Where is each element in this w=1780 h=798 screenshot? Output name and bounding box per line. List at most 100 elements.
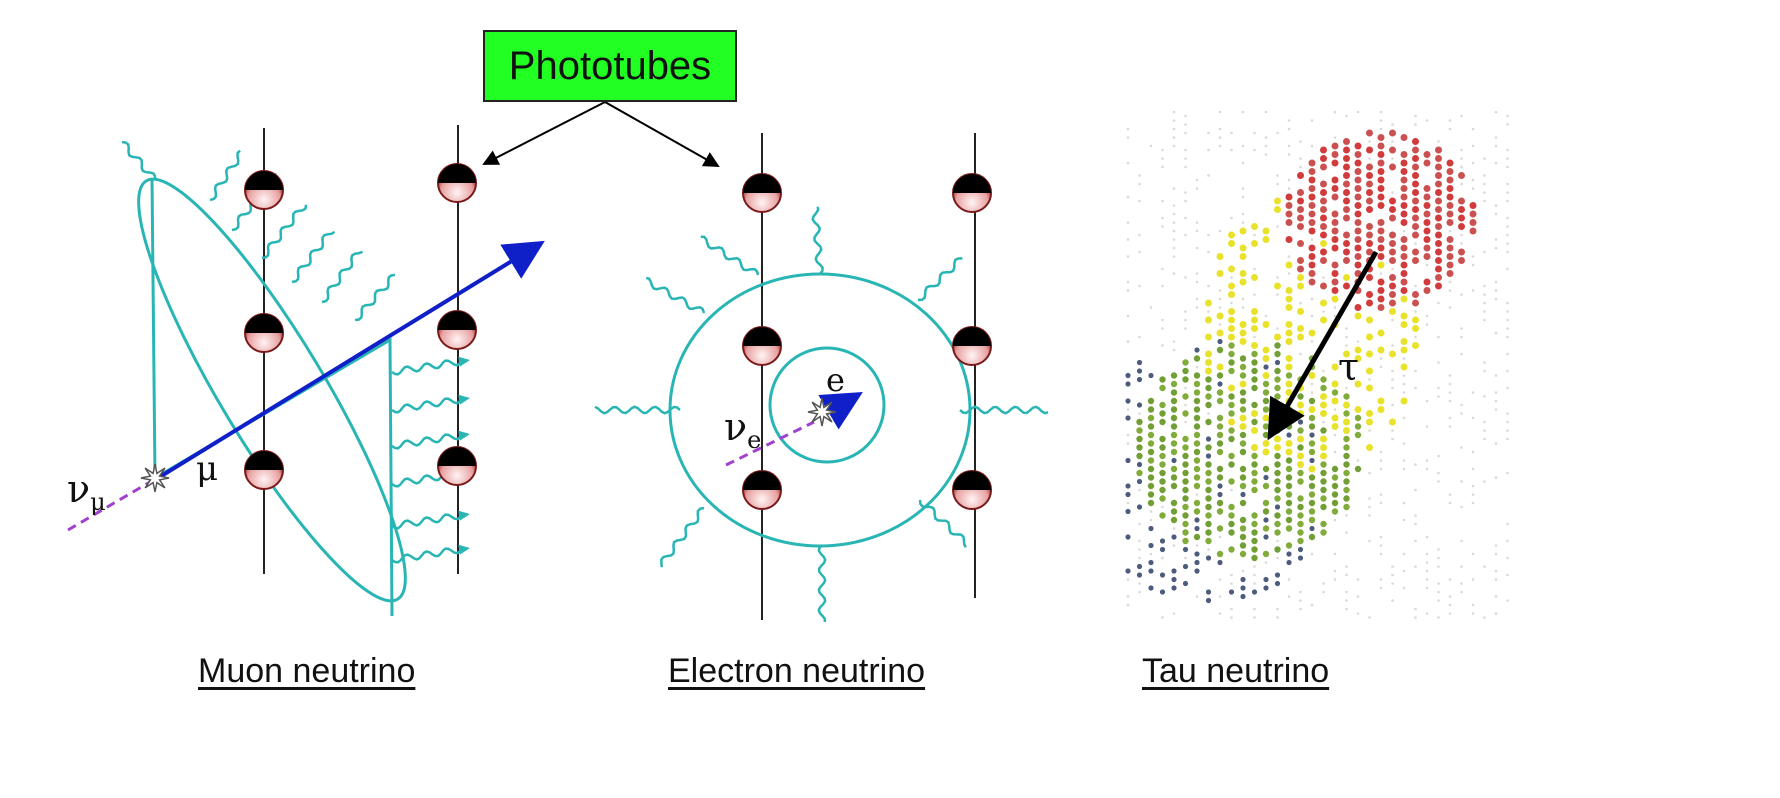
hit-dot [1343,495,1350,502]
hit-dot [1251,376,1258,383]
hit-dot [1437,480,1440,483]
hit-dot [1239,244,1247,252]
hit-dot [1228,240,1235,247]
hit-dot [1239,499,1247,507]
hit-dot [1308,227,1316,235]
hit-dot [1389,231,1396,239]
hit-dot [1331,295,1339,303]
hit-dot [1262,227,1270,235]
hit-dot [1494,399,1498,403]
hit-dot [1217,483,1223,489]
hit-dot [1320,452,1327,460]
hit-dot [1471,144,1475,148]
hit-dot [1400,151,1408,158]
hit-dot [1446,236,1454,243]
hit-dot [1354,219,1362,226]
hit-dot [1218,144,1222,148]
tau-caption: Tau neutrino [1142,652,1330,690]
hit-dot [1285,440,1293,447]
hit-dot [1437,565,1440,568]
hit-dot [1446,270,1454,277]
tau-track-arrow [1267,250,1379,441]
hit-dot [1343,248,1350,256]
hit-dot [1126,433,1130,437]
muon-track-arrow [156,240,545,480]
hit-dot [1354,202,1362,209]
hit-dot [1320,248,1327,256]
hit-dot [1471,263,1475,267]
hit-dot [1274,342,1281,349]
hit-dot [1506,573,1509,577]
hit-dot [1400,168,1408,175]
hit-dot [1172,221,1176,224]
hit-dot [1240,491,1246,498]
hit-dot [1320,520,1327,528]
hit-dot [1368,616,1371,619]
photon-arrowhead [458,510,470,521]
hit-dot [1437,590,1440,594]
hit-dot [1368,539,1371,543]
hit-dot [1262,423,1270,430]
hit-dot [1205,418,1212,426]
muon-neutrino-label: νμ [67,467,106,516]
hit-dot [1159,469,1166,477]
hit-dot [1471,450,1475,454]
hit-dot [1285,321,1293,328]
hit-dot [1343,350,1350,358]
hit-dot [1184,165,1187,169]
hit-dot [1345,590,1348,594]
hit-dot [1437,556,1440,560]
hit-dot [1333,110,1337,114]
hit-dot [1125,381,1131,387]
hit-dot [1377,151,1385,158]
hit-dot [1239,525,1247,532]
hit-dot [1251,367,1258,375]
hit-dot [1274,282,1281,290]
hit-dot [1138,250,1141,254]
hit-dot [1263,364,1269,370]
hit-dot [1460,403,1463,407]
hit-dot [1471,416,1475,420]
hit-dot [1194,525,1200,532]
hit-dot [1506,165,1509,169]
hit-dot [1228,333,1235,341]
hit-dot [1471,127,1475,131]
hit-dot [1274,478,1281,485]
hit-dot [1414,522,1417,526]
hit-dot [1171,457,1177,464]
hit-dot [1506,318,1509,322]
hit-dot [1182,478,1189,485]
hit-dot [1253,293,1256,296]
hit-dot [1297,419,1304,425]
hit-dot [1138,412,1141,415]
tau-label: τ [1338,345,1359,389]
hit-dot [1458,248,1465,256]
hit-dot [1216,465,1224,473]
hit-dot [1285,380,1293,388]
hit-dot [1310,603,1314,607]
hit-dot [1320,206,1327,213]
hit-dot [1506,301,1509,305]
hit-dot [1391,429,1394,432]
hit-dot [1182,461,1189,468]
hit-dot [1138,199,1141,203]
hit-dot [1193,457,1201,464]
hit-dot [1182,376,1189,383]
hit-dot [1377,278,1385,286]
hit-dot [1170,499,1178,507]
hit-dot [1126,595,1130,598]
hit-dot [1161,616,1164,619]
hit-dot [1483,182,1486,186]
hit-dot [1423,210,1431,218]
hit-dot [1389,206,1396,213]
hit-dot [1230,216,1233,220]
hit-dot [1182,495,1189,502]
hit-dot [1483,361,1486,364]
hit-dot [1343,410,1350,417]
hit-dot [1354,244,1362,252]
hit-dot [1460,446,1463,449]
hit-dot [1159,384,1166,392]
hit-dot [1320,461,1327,468]
hit-dot [1402,467,1406,471]
hit-dot [1205,537,1212,545]
